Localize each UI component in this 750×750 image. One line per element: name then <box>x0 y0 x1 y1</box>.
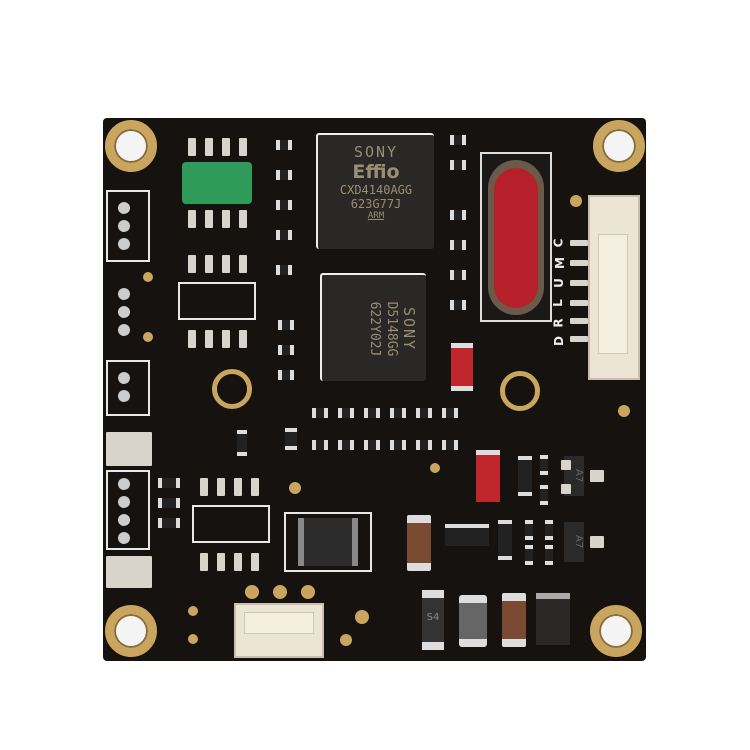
pin-label: M <box>552 257 567 269</box>
solder-pad <box>106 556 152 588</box>
pin-label: C <box>551 238 566 248</box>
sony-effio-chip: SONY Effio CXD4140AGG 623G77J ARM <box>316 133 434 249</box>
mounting-hole <box>105 120 157 172</box>
chip-brand: SONY <box>353 143 399 161</box>
tantalum-capacitor <box>451 343 473 391</box>
mounting-hole <box>593 120 645 172</box>
ceramic-capacitor <box>502 593 526 647</box>
ic-footprint <box>178 282 256 320</box>
sony-dsp-chip: SONY D5148GG 622Y02J <box>320 273 426 381</box>
chip-part: CXD4140AGG <box>339 183 413 197</box>
smd-diode <box>298 518 358 566</box>
chip-mark: ARM <box>367 211 385 221</box>
mounting-hole <box>105 605 157 657</box>
diode-s4: S4 <box>422 590 444 650</box>
header-footprint <box>106 190 150 262</box>
crystal-oscillator <box>494 168 538 308</box>
pin-label: R <box>551 318 566 328</box>
chip-lot: 622Y02J <box>367 301 382 357</box>
chip-line: Effio <box>352 161 400 183</box>
tantalum-capacitor <box>476 450 500 502</box>
header-footprint <box>106 470 150 550</box>
diode-footprint <box>284 512 372 572</box>
via-ring <box>500 371 540 411</box>
via-ring <box>212 369 252 409</box>
inductor <box>459 595 487 647</box>
smd-diode <box>536 593 570 645</box>
chip-part: D5148GG <box>384 301 399 357</box>
ic-footprint <box>192 505 270 543</box>
mounting-hole <box>590 605 642 657</box>
header-footprint <box>106 360 150 416</box>
pin-label: D <box>551 336 566 346</box>
chip-lot: 623G77J <box>350 197 402 211</box>
green-ic <box>182 162 252 204</box>
small-ic <box>237 430 247 456</box>
pin-label: L <box>550 299 565 307</box>
diode-mark: S4 <box>426 612 440 623</box>
solder-pad <box>106 432 152 466</box>
chip-brand: SONY <box>400 306 418 352</box>
transistor: A7 <box>564 522 584 562</box>
pin-label: U <box>551 278 566 288</box>
sot-transistor <box>445 524 489 546</box>
ceramic-capacitor <box>407 515 431 571</box>
